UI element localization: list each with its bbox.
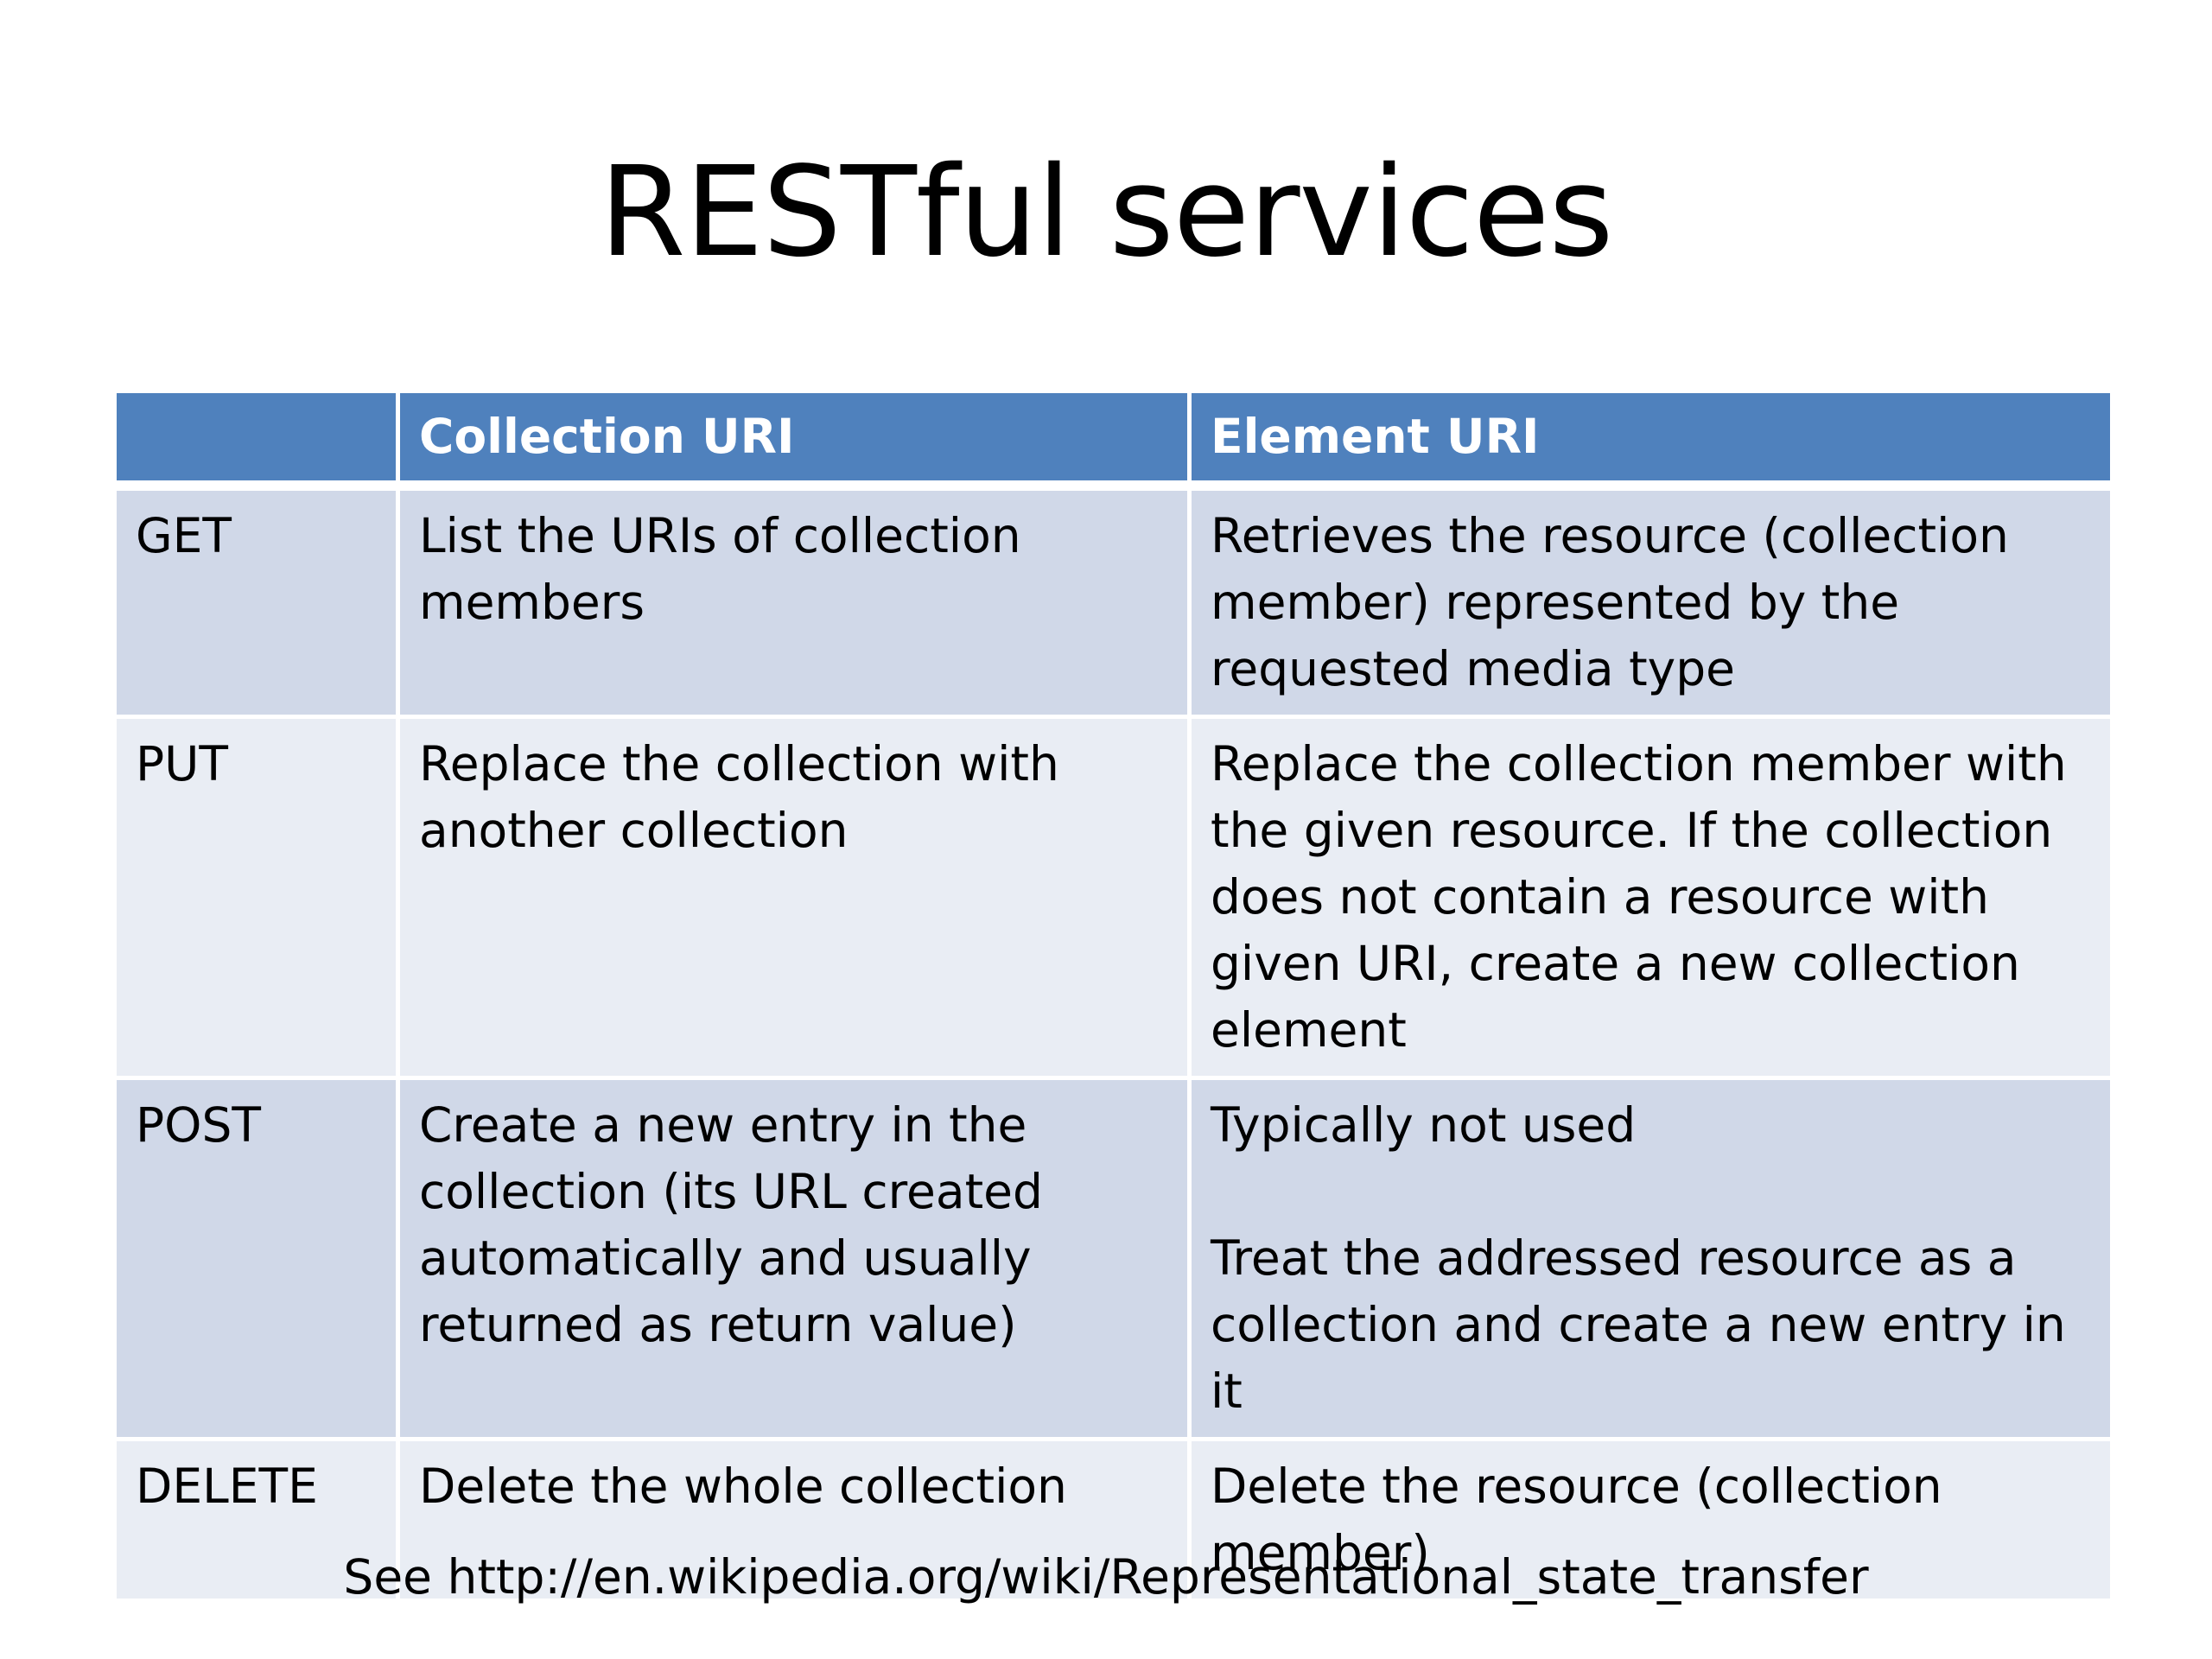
slide-title: RESTful services [599, 139, 1614, 284]
footnote-link-text: See http://en.wikipedia.org/wiki/Represe… [343, 1549, 1869, 1605]
method-cell: GET [112, 483, 400, 719]
table-row-get: GET List the URIs of collection members … [112, 483, 2114, 719]
method-cell: PUT [112, 715, 400, 1080]
table-row-delete: DELETE Delete the whole collection Delet… [112, 1437, 2114, 1603]
header-element-uri: Element URI [1187, 389, 2114, 491]
method-cell: DELETE [112, 1437, 400, 1603]
element-cell-line: Treat the addressed resource as a collec… [1211, 1230, 2066, 1419]
method-cell: POST [112, 1076, 400, 1441]
element-cell: Retrieves the resource (collection membe… [1187, 483, 2114, 719]
header-collection-uri: Collection URI [396, 389, 1192, 491]
collection-cell: List the URIs of collection members [396, 483, 1192, 719]
rest-methods-table: Collection URI Element URI GET List the … [112, 389, 2114, 1603]
table-header-row: Collection URI Element URI [112, 389, 2114, 491]
table-row-post: POST Create a new entry in the collectio… [112, 1076, 2114, 1441]
element-cell: Replace the collection member with the g… [1187, 715, 2114, 1080]
element-cell: Typically not used Treat the addressed r… [1187, 1076, 2114, 1441]
element-cell: Delete the resource (collection member) [1187, 1437, 2114, 1603]
collection-cell: Create a new entry in the collection (it… [396, 1076, 1192, 1441]
header-method [112, 389, 400, 491]
collection-cell: Delete the whole collection [396, 1437, 1192, 1603]
element-cell-line: Typically not used [1211, 1097, 1637, 1153]
table-row-put: PUT Replace the collection with another … [112, 715, 2114, 1080]
collection-cell: Replace the collection with another coll… [396, 715, 1192, 1080]
